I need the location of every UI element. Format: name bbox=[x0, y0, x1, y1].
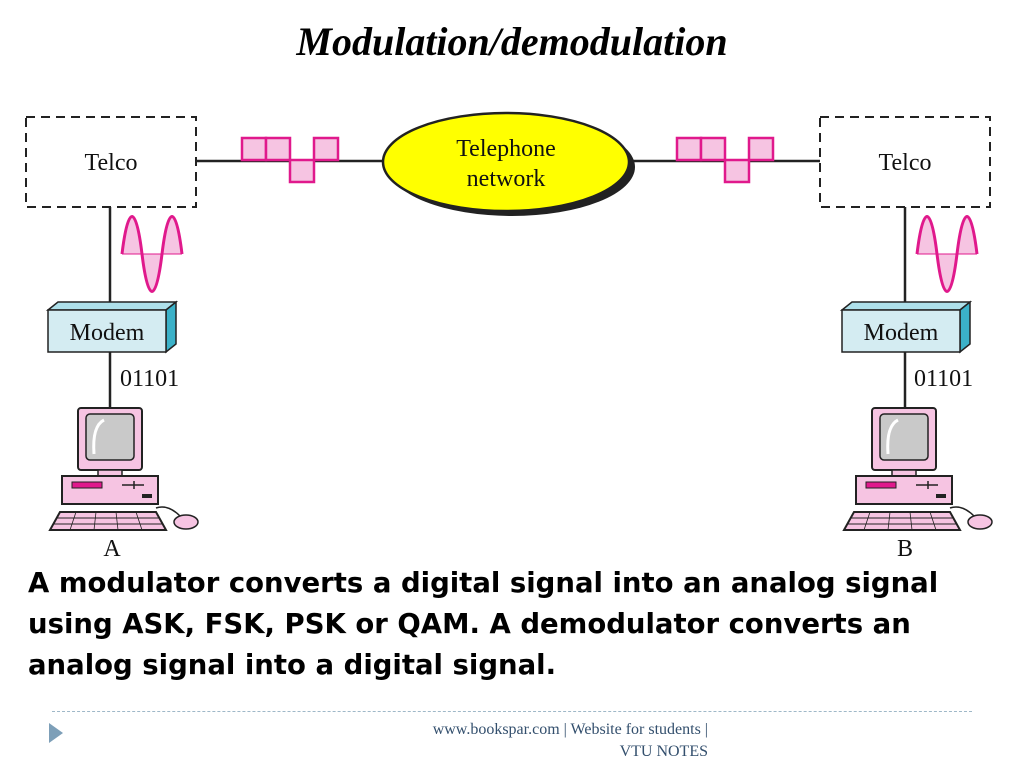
station-b-label: B bbox=[897, 536, 913, 562]
telco-left-box bbox=[25, 116, 197, 208]
caption-text: A modulator converts a digital signal in… bbox=[28, 567, 939, 681]
digital-signal-left-icon bbox=[240, 136, 340, 184]
footer-line2: VTU NOTES bbox=[619, 743, 708, 760]
digital-signal-right-icon bbox=[675, 136, 775, 184]
computer-b-icon bbox=[842, 406, 994, 532]
station-a-label: A bbox=[103, 536, 121, 562]
bullet-arrow-icon bbox=[49, 723, 63, 743]
modem-right-side bbox=[959, 300, 971, 354]
modem-right-top bbox=[839, 301, 973, 311]
computer-a-icon bbox=[48, 406, 200, 532]
analog-signal-left-icon bbox=[120, 215, 184, 293]
bits-left-label: 01101 bbox=[120, 366, 179, 392]
modem-right-box bbox=[841, 309, 961, 353]
modem-right-label: Modem bbox=[864, 320, 939, 346]
footer: www.bookspar.com | Website for students … bbox=[340, 719, 708, 763]
telephone-network bbox=[381, 111, 631, 213]
modem-left-box bbox=[47, 309, 167, 353]
telco-right-box bbox=[819, 116, 991, 208]
footer-divider bbox=[52, 711, 972, 712]
modulation-diagram: Telco Telco Telephone network Modem Mode… bbox=[25, 111, 994, 562]
bits-right-label: 01101 bbox=[914, 366, 973, 392]
network-label-line2: network bbox=[467, 166, 546, 192]
telco-left-label: Telco bbox=[85, 150, 138, 176]
slide-title: Modulation/demodulation bbox=[296, 19, 728, 64]
network-label-line1: Telephone bbox=[456, 136, 556, 162]
telco-right-label: Telco bbox=[879, 150, 932, 176]
modem-left-side bbox=[165, 300, 177, 354]
footer-line1: www.bookspar.com | Website for students … bbox=[432, 721, 708, 738]
modem-left-label: Modem bbox=[70, 320, 145, 346]
analog-signal-right-icon bbox=[915, 215, 979, 293]
modem-left-top bbox=[45, 301, 179, 311]
